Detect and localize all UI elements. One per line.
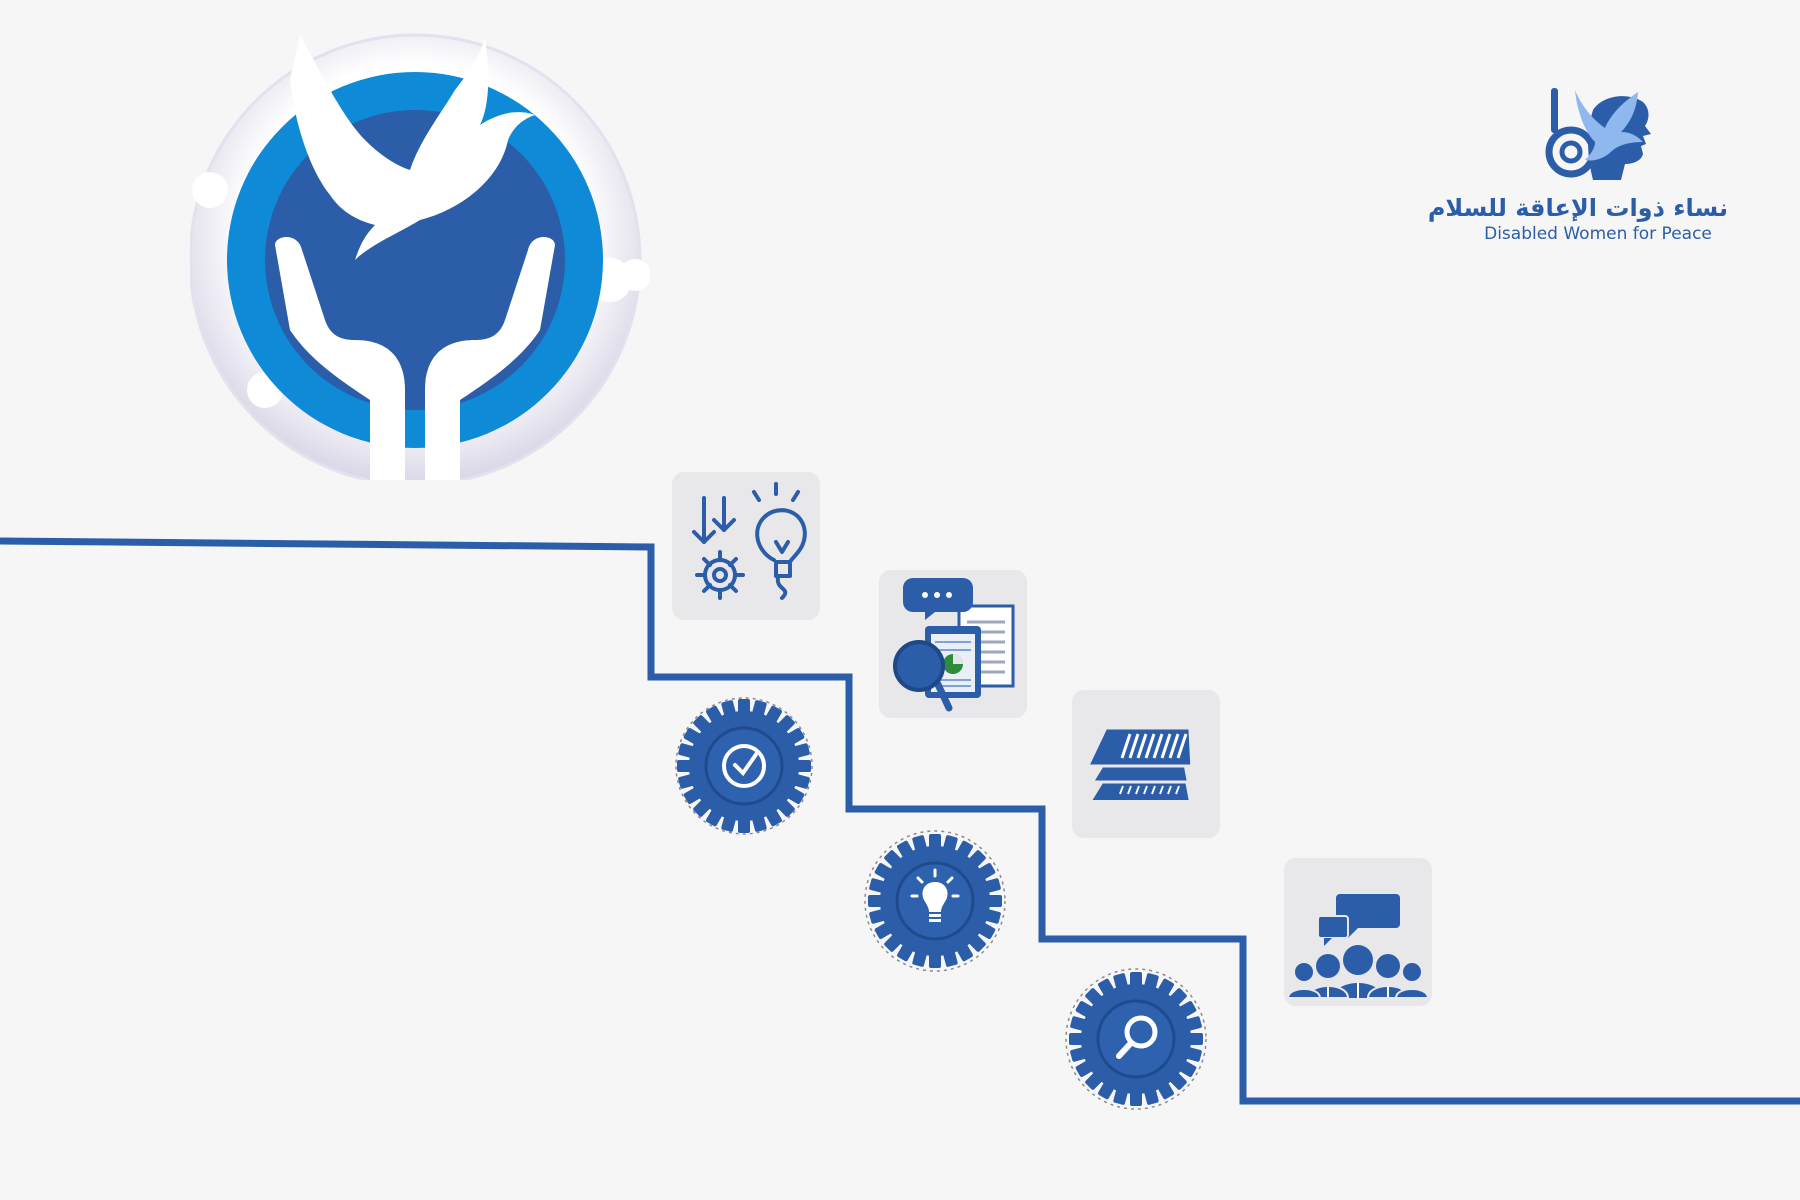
brand-name-arabic: نساء ذوات الإعاقة للسلام <box>1427 194 1728 222</box>
step-gear-1 <box>669 691 819 841</box>
step-gear-2 <box>860 826 1010 976</box>
lightbulb-gear-icon <box>864 830 1006 972</box>
step-card-3 <box>1072 690 1220 838</box>
team-discussion-icon <box>1286 894 1430 999</box>
step-gear-3 <box>1061 964 1211 1114</box>
step-card-1 <box>672 472 820 620</box>
brand-logo: نساء ذوات الإعاقة للسلام Disabled Women … <box>1427 80 1728 244</box>
hands-holding-dove-emblem-icon <box>190 33 650 480</box>
step-card-2 <box>879 570 1027 718</box>
timer-check-gear-icon <box>675 697 813 835</box>
hero-emblem <box>190 20 650 480</box>
search-gear-icon <box>1065 968 1207 1110</box>
process-ideas-gear-bulb-icon <box>692 482 807 600</box>
stacked-layers-icon <box>1085 726 1194 800</box>
step-card-4 <box>1284 858 1432 1006</box>
dove-wheelchair-face-logo-icon <box>1545 88 1651 180</box>
brand-name-english: Disabled Women for Peace <box>1484 224 1712 244</box>
document-analysis-magnifier-icon <box>893 578 1015 712</box>
